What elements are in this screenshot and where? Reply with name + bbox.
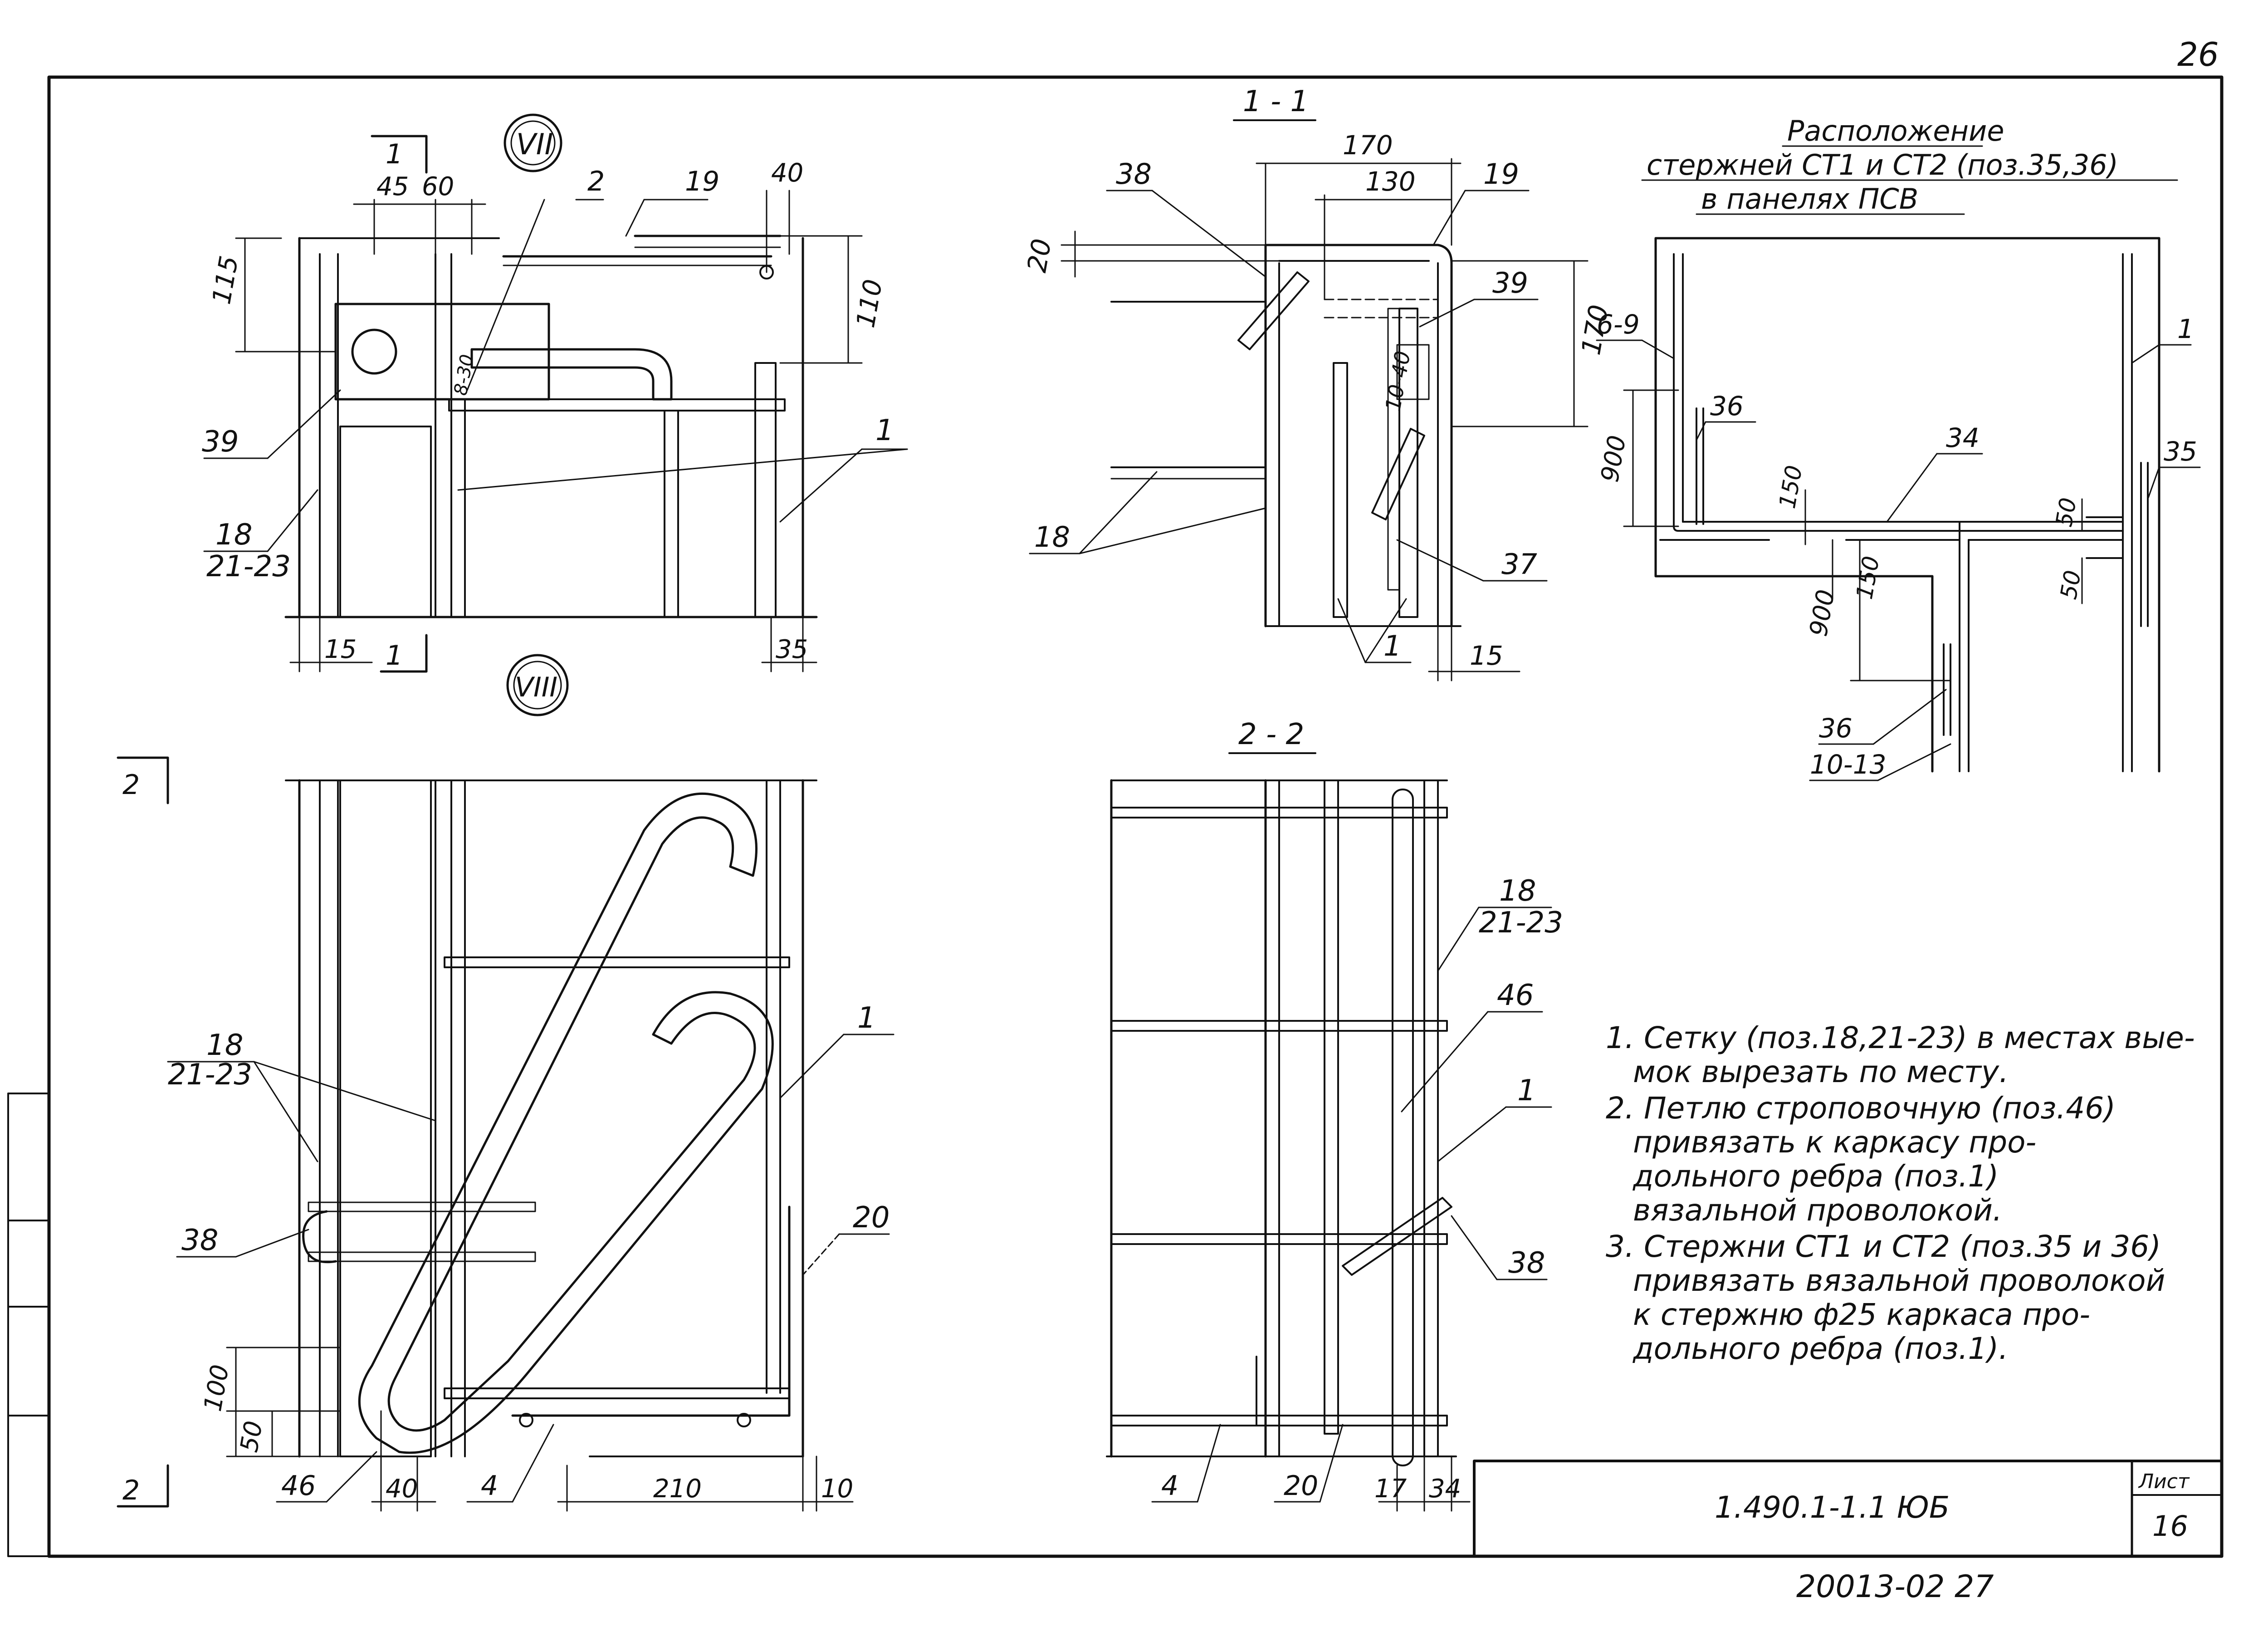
bottom-code: 20013-02 27 xyxy=(1796,1569,1994,1605)
callout-1: 1 xyxy=(2177,314,2194,344)
callout-19: 19 xyxy=(1483,157,1519,191)
callout-1: 1 xyxy=(857,1001,876,1035)
dim-20: 20 xyxy=(1021,236,1057,274)
note-line: вязальной проволокой. xyxy=(1633,1193,2002,1228)
callout-39: 39 xyxy=(202,425,239,459)
dim-150-top: 150 xyxy=(1774,463,1808,510)
dim-130: 130 xyxy=(1365,166,1416,197)
note-line: 3. Стержни СТ1 и СТ2 (поз.35 и 36) xyxy=(1606,1229,2161,1264)
section-mark-1-bottom: 1 xyxy=(386,640,403,671)
dim-60: 60 xyxy=(422,172,454,201)
frame xyxy=(7,75,2224,1558)
callout-1: 1 xyxy=(1517,1074,1536,1108)
note-line: привязать вязальной проволокой xyxy=(1633,1263,2165,1298)
dim-100: 100 xyxy=(198,1362,235,1413)
note-line: мок вырезать по месту. xyxy=(1633,1054,2009,1089)
section-mark-1-top: 1 xyxy=(386,138,403,170)
callout-4: 4 xyxy=(481,1470,498,1502)
note-line: дольного ребра (поз.1). xyxy=(1633,1331,2008,1366)
layout-title-line-2: стержней СТ1 и СТ2 (поз.35,36) xyxy=(1647,148,2118,181)
note-line: 2. Петлю строповочную (поз.46) xyxy=(1606,1091,2116,1126)
section-mark-2-top: 2 xyxy=(122,769,140,801)
callout-19: 19 xyxy=(685,166,719,197)
callout-38: 38 xyxy=(1508,1246,1545,1280)
drawing-code: 1.490.1-1.1 ЮБ xyxy=(1715,1490,1950,1525)
layout-title-line-1: Расположение xyxy=(1787,114,2004,147)
dim-900-bot: 900 xyxy=(1804,588,1840,638)
callout-18: 18 xyxy=(206,1029,243,1062)
note-line: привязать к каркасу про- xyxy=(1633,1125,2036,1160)
dim-35: 35 xyxy=(776,635,808,664)
callout-2: 2 xyxy=(587,166,605,197)
dim-170-top: 170 xyxy=(1343,130,1393,161)
callout-20: 20 xyxy=(1284,1470,1318,1502)
section-mark-2-bottom: 2 xyxy=(122,1475,140,1506)
dim-110: 110 xyxy=(851,277,889,330)
view-viii-label: VIII xyxy=(515,671,557,703)
dim-900-top: 900 xyxy=(1595,433,1632,484)
view-vii-label: VII xyxy=(516,128,553,162)
callout-21-23: 21-23 xyxy=(168,1058,252,1092)
note-line: к стержню ф25 каркаса про- xyxy=(1633,1297,2090,1332)
callout-37: 37 xyxy=(1501,548,1537,581)
callout-39: 39 xyxy=(1492,266,1528,299)
callout-46: 46 xyxy=(281,1470,316,1502)
layout-ct1-ct2: Расположение стержней СТ1 и СТ2 (поз.35,… xyxy=(1595,114,2201,781)
callout-21-23: 21-23 xyxy=(1479,906,1563,940)
page-number: 26 xyxy=(2177,35,2219,74)
dim-50: 50 xyxy=(235,1419,268,1455)
callout-21-23: 21-23 xyxy=(206,550,291,583)
dim-40: 40 xyxy=(386,1474,418,1504)
sheet-number: 16 xyxy=(2152,1509,2188,1543)
note-line: 1. Сетку (поз.18,21-23) в местах вые- xyxy=(1606,1020,2195,1055)
callout-20: 20 xyxy=(853,1201,890,1235)
callout-10-13: 10-13 xyxy=(1810,749,1887,780)
notes: 1. Сетку (поз.18,21-23) в местах вые- мо… xyxy=(1606,1020,2195,1366)
callout-34: 34 xyxy=(1946,422,1980,453)
callout-46: 46 xyxy=(1497,979,1534,1012)
dim-17: 17 xyxy=(1374,1474,1407,1504)
dim-115: 115 xyxy=(207,254,244,307)
callout-18: 18 xyxy=(1034,520,1070,554)
layout-title-line-3: в панелях ПСВ xyxy=(1701,182,1918,216)
dim-10-40: 10-40 xyxy=(1380,349,1415,413)
dim-34: 34 xyxy=(1429,1474,1461,1504)
note-line: дольного ребра (поз.1) xyxy=(1633,1159,1999,1194)
dim-45: 45 xyxy=(376,172,409,201)
dim-15: 15 xyxy=(324,635,357,664)
sheet-label: Лист xyxy=(2138,1470,2190,1493)
callout-35: 35 xyxy=(2164,436,2197,467)
dim-15: 15 xyxy=(1470,640,1503,671)
view-viii: VIII 2 2 100 50 xyxy=(117,654,894,1512)
callout-4: 4 xyxy=(1161,1470,1178,1502)
view-vii: VII 1 1 115 xyxy=(202,113,908,673)
callout-1: 1 xyxy=(875,414,894,447)
callout-18: 18 xyxy=(1499,874,1536,908)
dim-210: 210 xyxy=(653,1474,702,1504)
dim-150-bot: 150 xyxy=(1851,554,1885,601)
section-2-2: 2 - 2 17 34 18 21-23 46 xyxy=(1106,718,1563,1512)
callout-6-9: 6-9 xyxy=(1597,309,1640,340)
dim-50-bot: 50 xyxy=(2055,569,2086,602)
dim-10: 10 xyxy=(821,1474,853,1504)
section-1-1-title: 1 - 1 xyxy=(1243,85,1309,118)
callout-38: 38 xyxy=(1116,157,1152,191)
callout-1: 1 xyxy=(1383,629,1401,662)
section-1-1: 1 - 1 170 130 20 17 xyxy=(1021,85,1614,681)
dim-50-top: 50 xyxy=(2051,496,2082,529)
callout-38: 38 xyxy=(181,1224,218,1257)
section-2-2-title: 2 - 2 xyxy=(1238,718,1304,751)
callout-36-bot: 36 xyxy=(1819,713,1853,744)
title-block: 1.490.1-1.1 ЮБ Лист 16 xyxy=(1473,1460,2223,1558)
callout-18: 18 xyxy=(215,518,252,552)
dim-40: 40 xyxy=(771,158,803,188)
callout-36-top: 36 xyxy=(1710,391,1744,421)
